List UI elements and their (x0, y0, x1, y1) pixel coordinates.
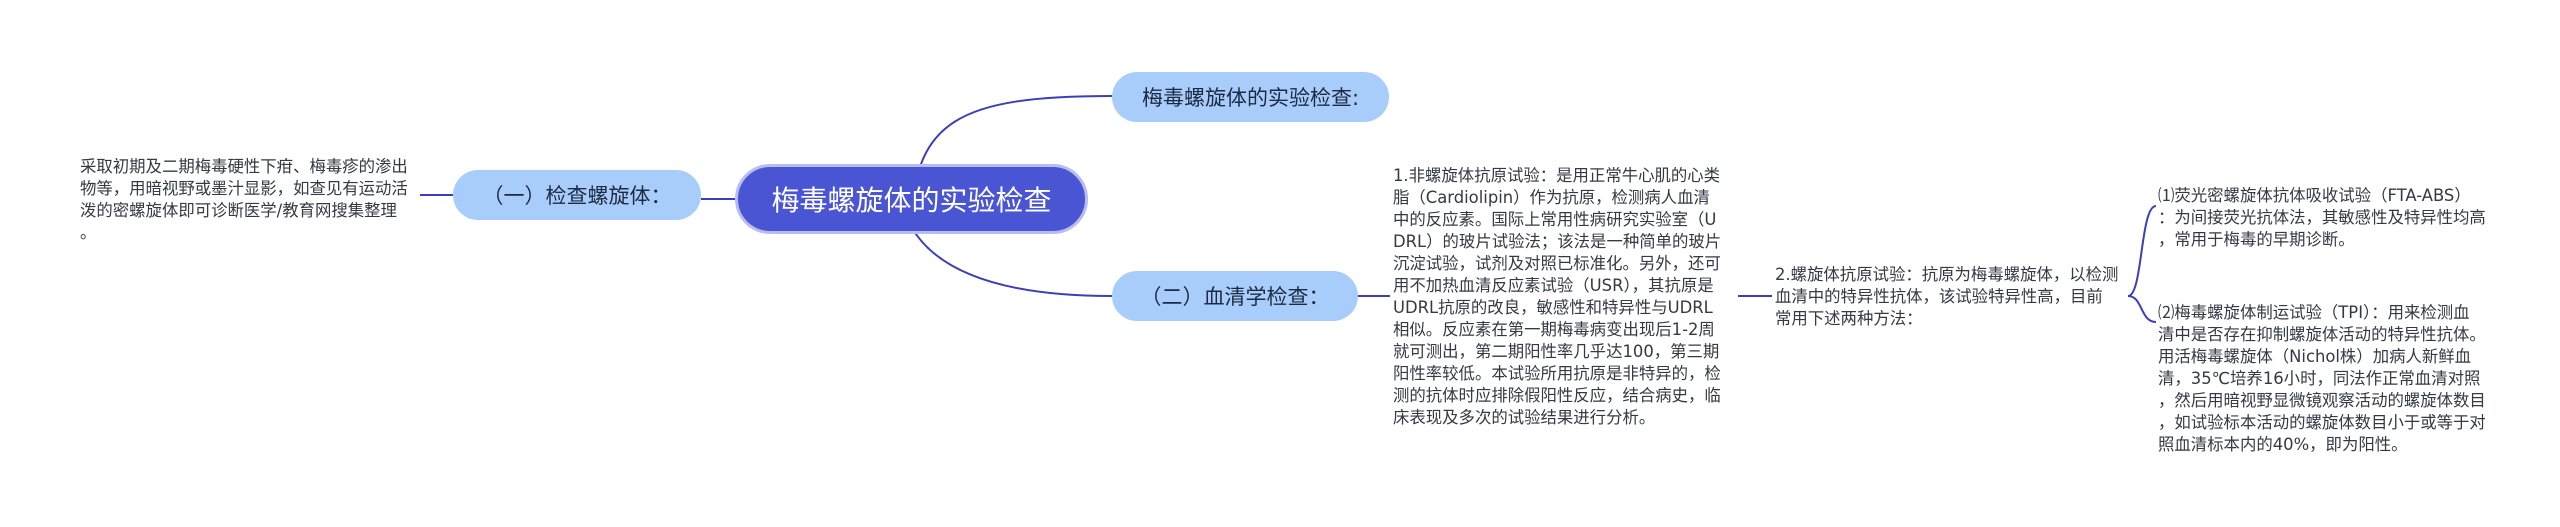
link-trep-fta (2127, 205, 2157, 297)
branch-serology[interactable]: （二）血清学检查： (1112, 271, 1358, 321)
branch-lab-exam[interactable]: 梅毒螺旋体的实验检查: (1112, 72, 1389, 122)
treponemal-test-note[interactable]: 2.螺旋体抗原试验：抗原为梅毒螺旋体，以检测 血清中的特异性抗体，该试验特异性高… (1775, 265, 2119, 328)
link-root-serum (911, 227, 1113, 297)
non-treponemal-test-note[interactable]: 1.非螺旋体抗原试验：是用正常牛心肌的心类 脂（Cardiolipin）作为抗原… (1393, 166, 1722, 427)
fta-abs-note[interactable]: ⑴荧光密螺旋体抗体吸收试验（FTA-ABS） ：为间接荧光抗体法，其敏感性及特异… (2158, 186, 2486, 249)
branch-spirochete-exam[interactable]: （一）检查螺旋体： (453, 170, 701, 220)
tpi-note[interactable]: ⑵梅毒螺旋体制运试验（TPI）：用来检测血 清中是否存在抑制螺旋体活动的特异性抗… (2158, 303, 2486, 454)
root-topic[interactable]: 梅毒螺旋体的实验检查 (735, 164, 1088, 234)
spirochete-exam-note[interactable]: 采取初期及二期梅毒硬性下疳、梅毒疹的渗出 物等，用暗视野或墨汁显影，如查见有运动… (80, 157, 408, 242)
link-trep-tpi (2127, 295, 2157, 323)
